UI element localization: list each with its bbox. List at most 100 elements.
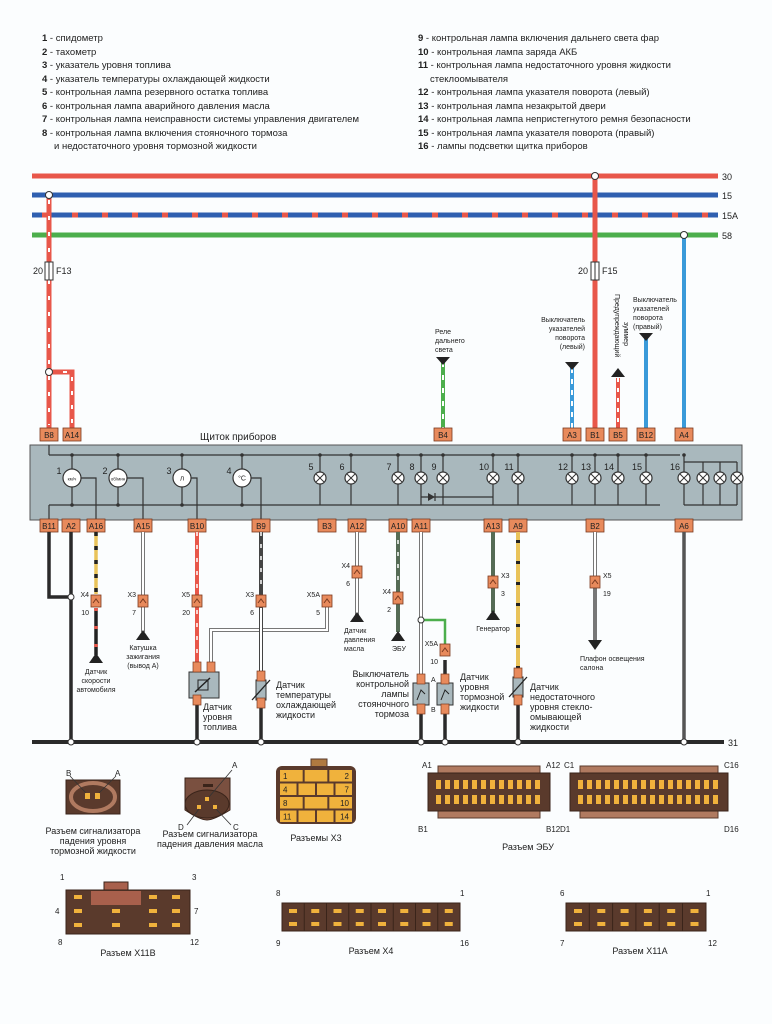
- wire-a6-ground: [680, 532, 688, 746]
- junction-node: [441, 738, 449, 746]
- panel-pin: A13: [483, 518, 503, 533]
- legend-item: 10 - контрольная лампа заряда АКБ: [418, 46, 691, 60]
- sensor-terminal: [440, 703, 450, 715]
- gauge-3: л3: [166, 453, 198, 519]
- pin-label: 8: [276, 889, 281, 898]
- pin-label: 1: [460, 889, 465, 898]
- connector-pin: 10: [430, 659, 438, 666]
- connector-pin: 3: [501, 591, 505, 598]
- pin-label: 16: [460, 939, 469, 948]
- lamp-number: 8: [409, 462, 414, 472]
- bus-15a-label: 15A: [722, 211, 738, 221]
- sensor-terminal: [256, 697, 266, 709]
- fuse-f15: 20 F15: [578, 261, 618, 281]
- gauge-1: км/ч1: [56, 453, 97, 519]
- gauge-number: 4: [226, 466, 231, 476]
- legend-separator: -: [47, 100, 56, 112]
- legend-separator: -: [47, 87, 56, 98]
- legend-number: 16: [418, 141, 429, 152]
- gauge-glyph: об/мин: [111, 477, 126, 482]
- pin-label: 1: [706, 889, 711, 898]
- legend-number: 4: [42, 73, 48, 85]
- panel-pin: A3: [562, 427, 582, 442]
- legend-item: 7 - контрольная лампа неисправности сист…: [42, 113, 359, 127]
- x4-connector-caption: Разъем X4: [349, 946, 394, 956]
- bus-15a: 15A: [32, 211, 738, 221]
- lamp-8: 8: [409, 453, 428, 505]
- connector-pin: 19: [603, 591, 611, 598]
- legend-separator: -: [428, 100, 438, 112]
- connector-pin: 5: [316, 610, 320, 617]
- pin-label: B: [66, 769, 71, 778]
- pin-label: A9: [513, 522, 523, 531]
- gauge-glyph: °C: [238, 475, 246, 483]
- lamp-number: 13: [581, 462, 591, 472]
- panel-pin: A2: [61, 518, 81, 533]
- gauge-4: °C 4: [226, 453, 262, 519]
- pin-label: B1: [590, 431, 600, 440]
- lamp-number: 15: [632, 462, 642, 472]
- lamp-13: 13: [581, 453, 602, 505]
- inline-connector-x3-6: X36: [245, 592, 267, 617]
- inline-connector-x4-6: X46: [341, 563, 363, 588]
- x3-cavity: [304, 797, 328, 809]
- x3-cavity: [335, 783, 352, 795]
- legend-item: 3 - указатель уровня топлива: [42, 59, 359, 73]
- instrument-cluster: Щиток приборов: [29, 431, 743, 521]
- pin-label: D: [178, 823, 184, 832]
- pin-label: A3: [567, 431, 577, 440]
- panel-pin: A9: [508, 518, 528, 533]
- pin-label: 3: [192, 873, 197, 882]
- connector-name: X3: [501, 573, 510, 580]
- gauge-number: 1: [56, 466, 61, 476]
- pin-label: B11: [42, 522, 56, 531]
- legend-text: контрольная лампа непристегнутого ремня …: [437, 114, 691, 125]
- legend-number: 5: [42, 87, 48, 98]
- legend-separator: -: [47, 46, 56, 58]
- pin-label: A13: [486, 522, 501, 531]
- legend-item: 12 - контрольная лампа указателя поворот…: [418, 86, 691, 100]
- junction-node: [680, 738, 688, 746]
- device-arrow-icon: [136, 630, 150, 640]
- panel-pin: A12: [347, 518, 367, 533]
- source-arrow-icon: [436, 357, 450, 365]
- panel-title: Щиток приборов: [200, 431, 276, 443]
- bus-58-label: 58: [722, 231, 732, 241]
- pin-label: C16: [724, 761, 739, 770]
- backlight-lamp: [713, 462, 727, 505]
- switch-pin-a: A: [431, 677, 436, 684]
- legend-item: 5 - контрольная лампа резервного остатка…: [42, 86, 359, 100]
- legend-separator: -: [428, 60, 437, 71]
- panel-pin: B10: [187, 518, 207, 533]
- lamp-number: 9: [431, 462, 436, 472]
- pin-label: A: [232, 761, 238, 770]
- panel-pin: A11: [411, 518, 431, 533]
- panel-pin: B11: [39, 518, 59, 533]
- legend-separator: -: [47, 127, 56, 139]
- pin-label: B8: [44, 431, 54, 440]
- legend-separator: -: [47, 114, 56, 125]
- inline-connector-x4-2: X42: [382, 589, 404, 614]
- wire-58-feed: [680, 231, 688, 428]
- pin-label: A: [115, 769, 121, 778]
- lamp-number: 14: [604, 462, 614, 472]
- diode-icon: [421, 493, 493, 501]
- legend-separator: -: [47, 73, 56, 85]
